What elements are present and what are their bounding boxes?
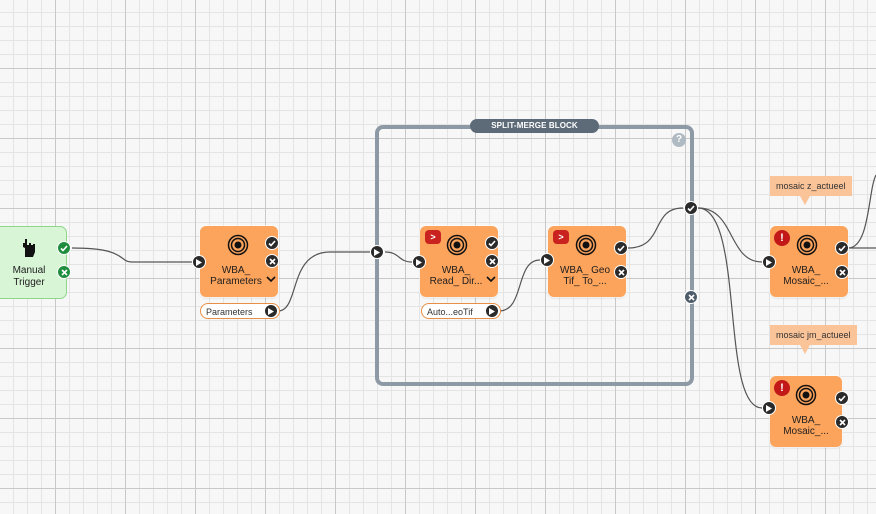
node-title: WBA_ Mosaic_... [783, 265, 829, 287]
manual-trigger-label: Manual Trigger [12, 265, 46, 288]
success-port[interactable] [835, 391, 849, 405]
input-port[interactable] [412, 255, 426, 269]
wire-block-to-mosaic2 [697, 207, 763, 409]
node-title: WBA_ Mosaic_... [783, 415, 829, 437]
wire-trigger-to-parameters [71, 247, 192, 263]
input-port[interactable] [762, 401, 776, 415]
input-port[interactable] [192, 255, 206, 269]
input-port[interactable] [540, 253, 554, 267]
node-title: WBA_ Parameters [210, 265, 262, 287]
target-icon [796, 234, 818, 256]
manual-trigger-node[interactable] [0, 226, 67, 299]
target-icon [446, 234, 468, 256]
output-pill-read-dir[interactable]: Auto...eoTif [421, 303, 501, 319]
output-pill-label: Auto...eoTif [427, 307, 473, 317]
block-input-port[interactable] [370, 245, 384, 259]
wire-block-to-mosaic1 [697, 207, 763, 263]
wire-block-to-read [384, 251, 413, 263]
target-icon [227, 234, 249, 256]
target-icon [795, 384, 817, 406]
success-port[interactable] [614, 241, 628, 255]
input-port[interactable] [762, 255, 776, 269]
chevron-down-icon[interactable] [265, 274, 277, 284]
node-comment-callout[interactable]: mosaic z_actueel [770, 176, 852, 205]
help-icon[interactable]: ? [672, 133, 686, 147]
output-pill-port[interactable] [264, 304, 278, 318]
output-pill-parameters[interactable]: Parameters [200, 303, 280, 319]
wire-read-to-geotif [498, 259, 541, 312]
connector-badge: > [425, 230, 441, 244]
wire-geotif-to-block-out [627, 207, 684, 249]
failure-port[interactable] [614, 265, 628, 279]
trigger-failure-port[interactable] [57, 265, 71, 279]
connector-badge: > [553, 230, 569, 244]
success-port[interactable] [485, 236, 499, 250]
wire-parameters-to-block [277, 251, 370, 312]
failure-port[interactable] [835, 265, 849, 279]
node-comment-callout[interactable]: mosaic jm_actueel [770, 325, 857, 354]
success-port[interactable] [835, 241, 849, 255]
chevron-down-icon[interactable] [485, 274, 497, 284]
block-failure-port[interactable] [684, 290, 698, 304]
failure-port[interactable] [265, 254, 279, 268]
wire-mosaic1-out-top [847, 174, 876, 249]
output-pill-label: Parameters [206, 307, 253, 317]
success-port[interactable] [265, 236, 279, 250]
failure-port[interactable] [835, 415, 849, 429]
failure-port[interactable] [485, 254, 499, 268]
node-title: WBA_ Geo Tif_ To_... [559, 265, 611, 287]
trigger-success-port[interactable] [57, 241, 71, 255]
hand-pointer-icon [23, 239, 35, 257]
error-icon: ! [774, 230, 790, 246]
output-pill-port[interactable] [485, 304, 499, 318]
node-title: WBA_ Read_ Dir... [429, 265, 483, 287]
block-success-port[interactable] [684, 201, 698, 215]
target-icon [575, 234, 597, 256]
split-merge-block-label: SPLIT-MERGE BLOCK [470, 119, 599, 133]
error-icon: ! [774, 380, 790, 396]
